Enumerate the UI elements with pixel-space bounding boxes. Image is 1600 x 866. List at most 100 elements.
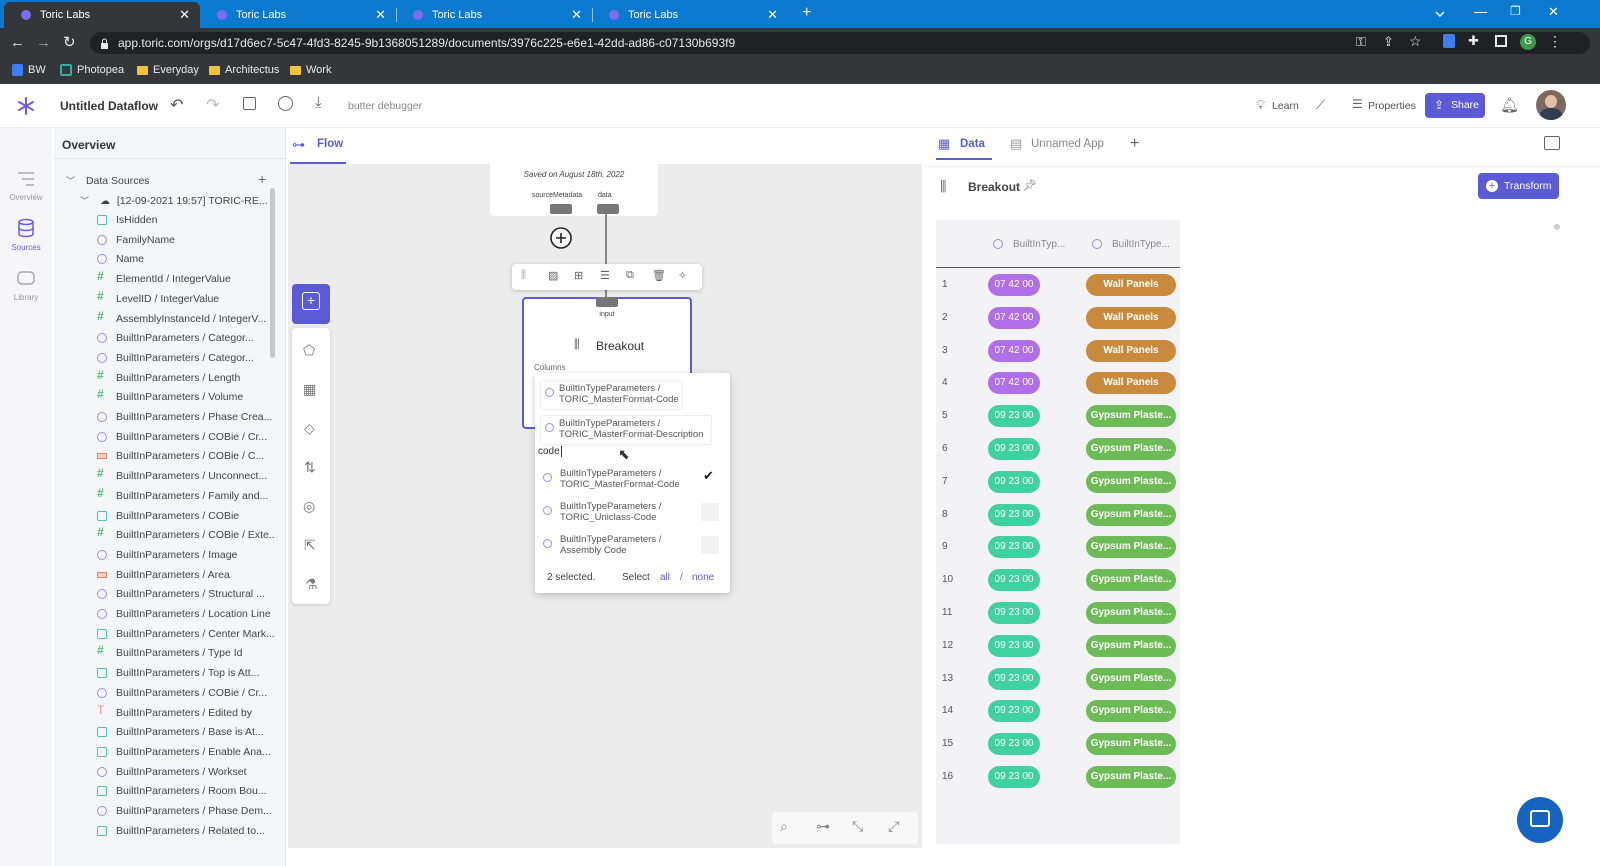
undo-icon[interactable]: ↶ — [170, 97, 184, 114]
extensions-icon[interactable]: ✚ — [1468, 33, 1479, 48]
column-option[interactable]: BuiltInTypeParameters / Assembly Code — [543, 534, 728, 556]
field-item[interactable]: BuiltInParameters / Base is At... — [54, 722, 274, 742]
field-item[interactable]: BuiltInParameters / Phase Dem... — [54, 801, 274, 821]
bookmark-architectus[interactable]: Architectus — [209, 64, 279, 76]
field-item[interactable]: BuiltInParameters / Room Bou... — [54, 781, 274, 801]
field-item[interactable]: BuiltInParameters / Location Line — [54, 604, 274, 624]
flow-canvas[interactable]: Saved on August 18th, 2022 sourceMetadat… — [288, 164, 922, 848]
share-page-icon[interactable]: ⇪ — [1383, 34, 1394, 49]
dataflow-title[interactable]: Untitled Dataflow — [60, 99, 158, 113]
tab-flow[interactable]: ⊶ Flow — [290, 128, 346, 164]
tab-close-icon[interactable]: ✕ — [179, 7, 190, 22]
export-icon[interactable]: ⇱ — [304, 537, 316, 553]
field-item[interactable]: BuiltInParameters / Structural ... — [54, 584, 274, 604]
source-node[interactable]: Saved on August 18th, 2022 sourceMetadat… — [490, 164, 658, 216]
table-icon[interactable]: ▦ — [303, 381, 317, 397]
minimize-icon[interactable]: — — [1474, 4, 1487, 19]
shapes-icon[interactable]: ⬠ — [303, 342, 316, 358]
panel-toggle-icon[interactable] — [1544, 136, 1560, 150]
tab-close-icon[interactable]: ✕ — [767, 7, 778, 22]
bookmark-work[interactable]: Work — [290, 64, 331, 76]
reload-icon[interactable]: ↻ — [63, 34, 76, 51]
bitwarden-extension-icon[interactable] — [1443, 34, 1455, 48]
field-item[interactable]: IsHidden — [54, 210, 274, 230]
learn-link[interactable]: Learn — [1272, 100, 1299, 112]
source-item[interactable]: ﹀ ☁ [12-09-2021 19:57] TORIC-RE... — [80, 194, 268, 207]
field-item[interactable]: #BuiltInParameters / Volume — [54, 387, 274, 407]
field-item[interactable]: BuiltInParameters / Area — [54, 565, 274, 585]
download-icon[interactable]: ⤓ — [315, 94, 322, 111]
bell-icon[interactable]: 🔔︎ — [1500, 97, 1520, 114]
add-node-icon[interactable] — [549, 226, 573, 250]
field-item[interactable]: BuiltInParameters / Related to... — [54, 821, 274, 841]
add-box-icon[interactable]: ⊞ — [574, 270, 584, 282]
transform-icon[interactable]: ⇅ — [304, 459, 316, 475]
input-port[interactable] — [596, 297, 618, 307]
selected-chip[interactable] — [540, 415, 712, 445]
key-icon[interactable]: ⚿ — [1356, 34, 1366, 49]
tab-unnamed-app[interactable]: ▤ Unnamed App — [1010, 128, 1120, 160]
delete-icon[interactable]: 🗑︎ — [652, 270, 666, 282]
field-item[interactable]: #BuiltInParameters / Unconnect... — [54, 466, 274, 486]
tab-search-icon[interactable] — [1434, 9, 1446, 19]
select-none-link[interactable]: none — [692, 572, 715, 583]
transform-button[interactable]: + Transform — [1478, 173, 1559, 199]
field-item[interactable]: #BuiltInParameters / Family and... — [54, 486, 274, 506]
field-item[interactable]: BuiltInParameters / COBie / Cr... — [54, 427, 274, 447]
export-icon[interactable] — [243, 97, 256, 110]
field-item[interactable]: BuiltInParameters / Enable Ana... — [54, 742, 274, 762]
add-tab-icon[interactable]: + — [1130, 135, 1140, 152]
browser-tab[interactable]: Toric Labs ✕ — [4, 2, 200, 28]
restore-icon[interactable]: ❐ — [1510, 4, 1521, 18]
column-option[interactable]: BuiltInTypeParameters / TORIC_MasterForm… — [543, 468, 728, 490]
bookmark-star-icon[interactable]: ☆ — [1409, 33, 1422, 49]
forward-icon[interactable]: → — [36, 34, 51, 51]
side-panel-icon[interactable] — [1495, 35, 1507, 47]
scroll-indicator[interactable] — [1554, 224, 1560, 230]
expand-icon[interactable]: ⤢ — [888, 818, 900, 834]
field-item[interactable]: #ElementId / IntegerValue — [54, 269, 274, 289]
tab-close-icon[interactable]: ✕ — [375, 7, 386, 22]
browser-tab[interactable]: Toric Labs ✕ — [592, 2, 788, 28]
field-item[interactable]: #AssemblyInstanceId / IntegerV... — [54, 309, 274, 329]
field-item[interactable]: #BuiltInParameters / COBie / Exte... — [54, 525, 274, 545]
breakout-icon[interactable]: ⫼ — [521, 269, 527, 281]
redo-icon[interactable]: ↷ — [206, 97, 220, 114]
output-port[interactable] — [550, 204, 572, 214]
add-source-icon[interactable]: + — [258, 171, 267, 187]
new-tab-icon[interactable]: + — [802, 4, 812, 21]
scrollbar[interactable] — [270, 188, 275, 358]
option-checkbox[interactable] — [701, 536, 719, 554]
add-node-palette-button[interactable]: + — [292, 284, 330, 324]
field-item[interactable]: BuiltInParameters / Phase Crea... — [54, 407, 274, 427]
column-header[interactable]: BuiltInType... — [1112, 239, 1170, 250]
pin-icon[interactable]: 📌︎ — [1023, 180, 1037, 192]
bookmark-photopea[interactable]: Photopea — [60, 64, 124, 76]
share-button[interactable]: ⇪ Share — [1425, 93, 1485, 118]
field-item[interactable]: BuiltInParameters / Top is Att... — [54, 663, 274, 683]
chat-support-button[interactable] — [1517, 797, 1563, 843]
flask-icon[interactable]: ⚗ — [305, 576, 318, 592]
option-checkbox[interactable] — [701, 503, 719, 521]
debugger-label[interactable]: butter debugger — [348, 100, 423, 112]
back-icon[interactable]: ← — [10, 34, 25, 51]
field-item[interactable]: BuiltInParameters / Categor... — [54, 348, 274, 368]
field-item[interactable]: BuiltInParameters / Image — [54, 545, 274, 565]
field-item[interactable]: BuiltInParameters / Workset — [54, 762, 274, 782]
browser-tab[interactable]: Toric Labs ✕ — [396, 2, 593, 28]
